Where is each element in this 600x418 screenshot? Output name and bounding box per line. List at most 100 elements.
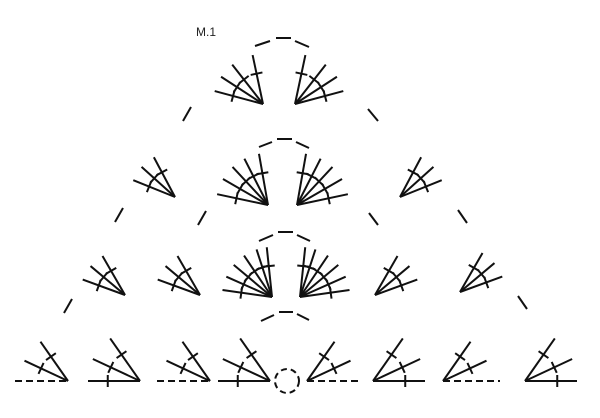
treble-stitch-symbol (296, 158, 322, 206)
chart-title: M.1 (196, 25, 217, 39)
treble-stitch-symbol (299, 289, 350, 298)
treble-stitch-symbol (39, 341, 69, 382)
treble-stitch-symbol (222, 289, 273, 298)
chain-stitch-dash (258, 141, 273, 148)
chain-stitch-dash (296, 313, 310, 321)
stitch-crossbar-mark (308, 75, 320, 85)
edge-chain-dash (457, 209, 468, 224)
treble-stitch-symbol (372, 337, 404, 382)
treble-stitch-symbol (299, 249, 317, 298)
treble-stitch-symbol (399, 179, 443, 198)
treble-stitch-symbol (239, 337, 271, 382)
chain-stitch-dash (254, 40, 271, 47)
stitch-crossbar-mark (232, 81, 242, 93)
treble-stitch-symbol (101, 255, 126, 296)
stitch-crossbar-mark (318, 352, 330, 361)
stitch-crossbar-mark (466, 362, 474, 375)
stitch-crossbar-mark (386, 350, 397, 359)
treble-stitch-symbol (231, 63, 264, 105)
stitch-crossbar-mark (550, 361, 558, 374)
treble-stitch-symbol (222, 358, 271, 382)
treble-stitch-symbol (82, 278, 126, 296)
treble-stitch-symbol (176, 255, 201, 296)
treble-stitch-symbol (265, 247, 273, 298)
stitch-crossbar-mark (454, 352, 466, 361)
edge-chain-dash (63, 298, 73, 314)
stitch-crossbar-mark (383, 266, 395, 275)
treble-stitch-symbol (243, 158, 269, 206)
stitch-crossbar-mark (250, 71, 263, 76)
treble-stitch-symbol (299, 264, 339, 298)
treble-stitch-symbol (251, 54, 264, 105)
stitch-crossbar-mark (234, 192, 239, 205)
stitch-crossbar-mark (538, 350, 549, 359)
edge-chain-dash (114, 207, 124, 223)
treble-stitch-symbol (92, 358, 141, 382)
treble-stitch-symbol (399, 156, 423, 198)
treble-stitch-symbol (231, 166, 269, 206)
treble-stitch-symbol (294, 75, 338, 105)
treble-stitch-symbol (181, 341, 211, 382)
treble-stitch-symbol (306, 341, 336, 382)
treble-stitch-symbol (296, 166, 334, 206)
edge-chain-dash (368, 212, 379, 226)
stitch-crossbar-mark (295, 71, 308, 76)
stitch-crossbar-mark (407, 168, 419, 177)
treble-stitch-symbol (299, 247, 307, 298)
magic-ring-symbol (274, 368, 300, 394)
stitch-crossbar-mark (187, 352, 199, 361)
treble-stitch-symbol (152, 156, 176, 198)
treble-stitch-symbol (157, 278, 201, 296)
stitch-crossbar-mark (262, 264, 275, 268)
stitch-crossbar-mark (156, 168, 168, 177)
treble-stitch-symbol (89, 265, 126, 296)
treble-stitch-symbol (442, 341, 472, 382)
treble-stitch-symbol (164, 265, 201, 296)
treble-stitch-symbol (374, 255, 399, 296)
treble-stitch-symbol (524, 358, 573, 382)
stitch-crossbar-mark (246, 350, 257, 359)
treble-stitch-symbol (459, 275, 503, 293)
stitch-crossbar-mark (468, 263, 480, 272)
treble-stitch-symbol (524, 337, 556, 382)
treble-stitch-symbol (166, 359, 211, 382)
stitch-crossbar-mark (237, 361, 245, 374)
chain-stitch-dash (295, 141, 310, 149)
treble-stitch-symbol (399, 166, 435, 198)
treble-stitch-symbol (374, 278, 418, 296)
treble-stitch-symbol (225, 275, 273, 298)
stitch-crossbar-mark (37, 362, 45, 375)
treble-stitch-symbol (306, 359, 351, 382)
stitch-crossbar-mark (180, 266, 192, 275)
treble-stitch-symbol (294, 63, 327, 105)
chain-stitch-dash (258, 234, 274, 242)
stitch-crossbar-mark (107, 361, 115, 374)
chain-stitch-dash (296, 234, 311, 242)
stitch-crossbar-mark (238, 75, 250, 85)
edge-chain-dash (197, 210, 207, 226)
treble-stitch-symbol (216, 193, 269, 206)
edge-chain-dash (517, 295, 528, 310)
stitch-crossbar-mark (316, 81, 326, 93)
stitch-crossbar-mark (179, 362, 187, 375)
treble-stitch-symbol (222, 178, 269, 206)
treble-stitch-symbol (294, 54, 307, 105)
treble-stitch-symbol (296, 153, 308, 206)
treble-stitch-symbol (299, 254, 329, 298)
treble-stitch-symbol (233, 264, 273, 298)
treble-stitch-symbol (296, 193, 349, 206)
stitch-crossbar-mark (256, 171, 269, 176)
treble-stitch-symbol (24, 359, 69, 382)
stitch-crossbar-mark (326, 192, 331, 205)
treble-stitch-symbol (374, 265, 411, 296)
edge-chain-dash (182, 106, 192, 122)
treble-stitch-symbol (442, 359, 487, 382)
treble-stitch-symbol (132, 179, 176, 198)
stitch-crossbar-mark (45, 352, 57, 361)
treble-stitch-symbol (214, 90, 264, 105)
treble-stitch-symbol (372, 358, 421, 382)
treble-stitch-symbol (459, 262, 496, 293)
treble-stitch-symbol (243, 254, 273, 298)
